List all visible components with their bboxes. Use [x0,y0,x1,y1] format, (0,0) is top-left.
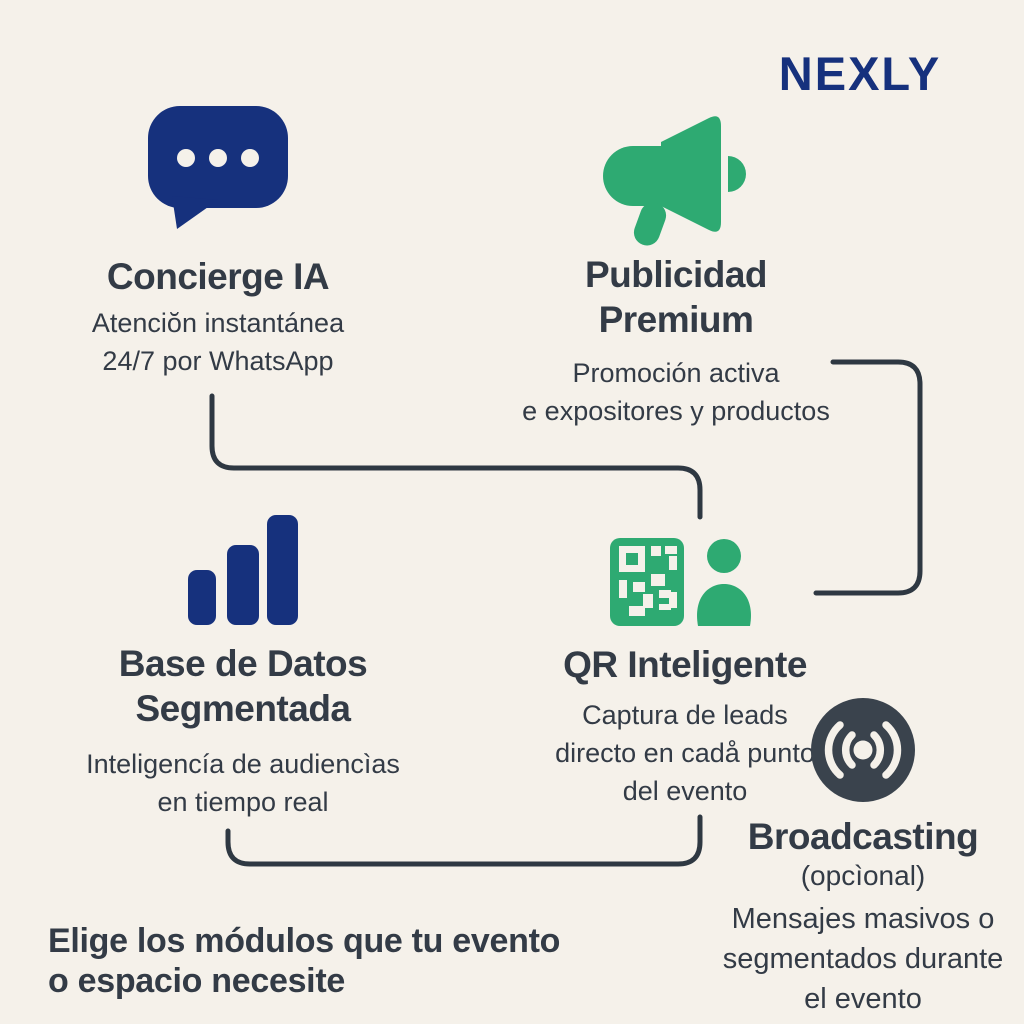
module-description: Inteligencía de audiencìas en tiempo rea… [86,749,400,817]
module-description: Captura de leads directo en cadå punto d… [555,700,815,806]
module-base-de-datos: Base de Datos Segmentada Inteligencía de… [43,512,443,821]
footer-headline: Elige los módulos que tu evento o espaci… [48,922,561,1000]
module-publicidad-premium: Publicidad Premium Promoción activa e ex… [486,108,866,430]
module-note: (opcìonal) [800,860,926,891]
module-broadcasting: Broadcasting (opcìonal) Mensajes masivos… [697,698,1024,1019]
module-qr-inteligente: QR Inteligente Captura de leads directo … [505,536,865,810]
connector-base-to-qr [225,814,703,867]
bar-chart-icon [188,515,298,625]
megaphone-icon [603,116,746,246]
module-title: Base de Datos Segmentada [118,643,368,729]
brand-logo: NEXLY [778,47,942,100]
module-title: Publicidad Premium [584,254,768,340]
chat-bubble-icon [148,106,288,229]
module-title: QR Inteligente [563,644,807,685]
module-title: Concierge IA [106,256,330,297]
module-concierge-ia: Concierge IA Atenciŏn instantánea 24/7 p… [28,106,408,380]
module-description: Promoción activa e expositores y product… [522,358,830,426]
module-description: Mensajes masivos o segmentados durante e… [722,903,1004,1015]
module-description: Atenciŏn instantánea 24/7 por WhatsApp [91,308,345,376]
broadcast-icon [811,698,915,802]
qr-person-icon [610,538,751,626]
module-title: Broadcasting [747,816,979,857]
